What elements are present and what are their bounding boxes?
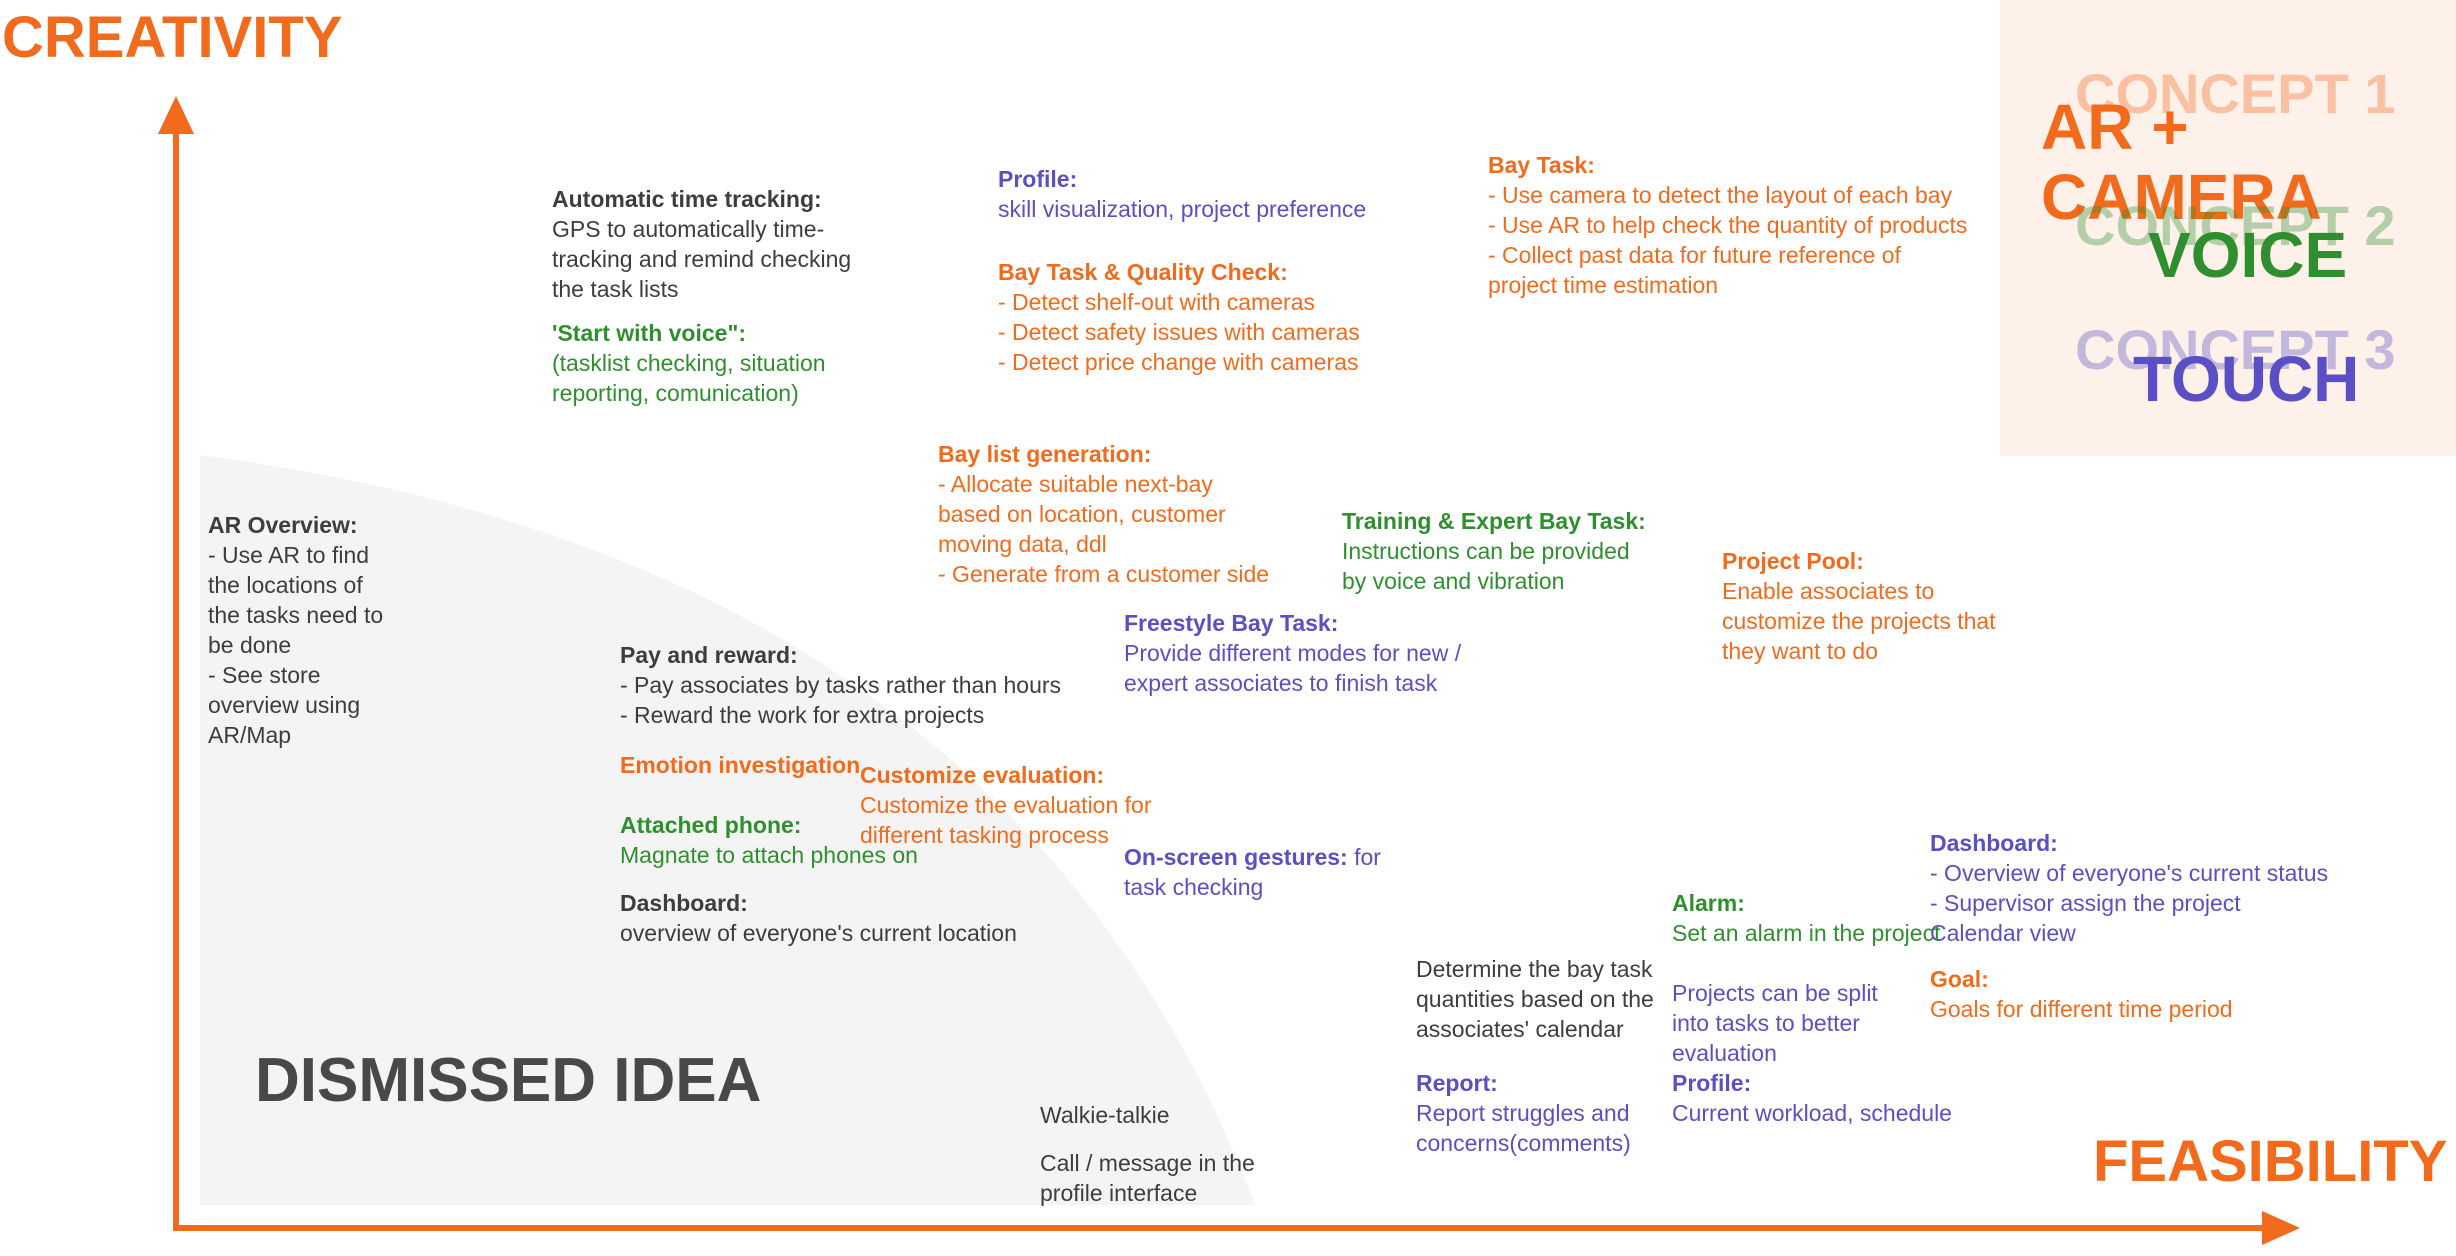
note-title: Attached phone: [620, 812, 802, 838]
note-training-expert: Training & Expert Bay Task: Instructions … [1342, 476, 1646, 596]
note-body: task checking [1124, 874, 1264, 900]
note-title: Dashboard: [1930, 830, 2058, 856]
legend-concept3-name: TOUCH [2133, 343, 2360, 415]
note-ar-overview: AR Overview: - Use AR to find the locatio… [208, 480, 383, 750]
note-body: - Use camera to detect the layout of eac… [1488, 182, 1968, 298]
note-body-inline: for [1347, 844, 1381, 870]
note-title: Alarm: [1672, 890, 1745, 916]
note-call-message: Call / message in the profile interface [1040, 1118, 1255, 1208]
note-title: Goal: [1930, 966, 1989, 992]
note-body: Provide different modes for new / expert… [1124, 640, 1462, 696]
x-axis-title: FEASIBILITY [2093, 1129, 2448, 1194]
note-on-screen-gestures: On-screen gestures: for task checking [1124, 812, 1381, 902]
note-body: GPS to automatically time- tracking and … [552, 216, 852, 302]
note-body: (tasklist checking, situation reporting,… [552, 350, 826, 406]
note-body: Goals for different time period [1930, 996, 2233, 1022]
note-title: AR Overview: [208, 512, 358, 538]
note-body: Call / message in the profile interface [1040, 1150, 1255, 1206]
note-title: Bay Task: [1488, 152, 1595, 178]
note-body: skill visualization, project preference [998, 196, 1367, 222]
note-body: Walkie-talkie [1040, 1102, 1170, 1128]
note-body: Set an alarm in the project [1672, 920, 1941, 946]
note-body: - Use AR to find the locations of the ta… [208, 542, 384, 748]
note-title: 'Start with voice": [552, 320, 747, 346]
note-dashboard-right: Dashboard: - Overview of everyone's curre… [1930, 798, 2328, 948]
y-axis-arrow [158, 96, 194, 134]
note-bay-task-top: Bay Task: - Use camera to detect the layo… [1488, 120, 1967, 300]
note-body: Instructions can be provided by voice an… [1342, 538, 1630, 594]
legend-concept3-label: CONCEPT 3 [2075, 318, 2396, 381]
note-bay-list-generation: Bay list generation: - Allocate suitable … [938, 409, 1269, 589]
note-body: Magnate to attach phones on [620, 842, 918, 868]
note-title: Bay Task & Quality Check: [998, 259, 1288, 285]
note-body: - Overview of everyone's current status … [1930, 860, 2329, 946]
legend-panel [2000, 0, 2456, 456]
note-title: Automatic time tracking: [552, 186, 822, 212]
note-body: - Allocate suitable next-bay based on lo… [938, 471, 1270, 587]
note-body: Customize the evaluation for different t… [860, 792, 1152, 848]
note-title: Project Pool: [1722, 548, 1864, 574]
note-profile-top: Profile: skill visualization, project pre… [998, 134, 1366, 224]
note-title: Training & Expert Bay Task: [1342, 508, 1646, 534]
legend-concept2-label: CONCEPT 2 [2075, 194, 2396, 257]
note-project-pool: Project Pool: Enable associates to custom… [1722, 516, 1996, 666]
note-freestyle-bay-task: Freestyle Bay Task: Provide different mod… [1124, 578, 1461, 698]
note-body: - Pay associates by tasks rather than ho… [620, 672, 1062, 728]
note-projects-split: Projects can be split into tasks to bett… [1672, 948, 1878, 1068]
note-title: Bay list generation: [938, 441, 1152, 467]
note-goal: Goal: Goals for different time period [1930, 934, 2233, 1024]
note-automatic-time-tracking: Automatic time tracking: GPS to automatic… [552, 154, 851, 304]
legend-concept1-name: AR + CAMERA [2041, 91, 2322, 233]
note-body: Report struggles and concerns(comments) [1416, 1100, 1631, 1156]
note-start-with-voice: 'Start with voice": (tasklist checking, s… [552, 288, 826, 408]
note-walkie-talkie: Walkie-talkie [1040, 1070, 1170, 1130]
note-title: Freestyle Bay Task: [1124, 610, 1339, 636]
note-attached-phone: Attached phone: Magnate to attach phones … [620, 780, 918, 870]
note-profile-bottom: Profile: Current workload, schedule [1672, 1038, 1952, 1128]
note-body: Enable associates to customize the proje… [1722, 578, 1996, 664]
note-title: Profile: [998, 166, 1078, 192]
note-body: - Detect shelf-out with cameras - Detect… [998, 289, 1360, 375]
note-body: overview of everyone's current location [620, 920, 1017, 946]
note-title: Customize evaluation: [860, 762, 1105, 788]
x-axis-arrow [2262, 1211, 2300, 1245]
note-title: Emotion investigation [620, 752, 861, 778]
note-emotion-investigation: Emotion investigation [620, 720, 860, 810]
note-bay-task-quality-check: Bay Task & Quality Check: - Detect shelf-… [998, 227, 1360, 377]
legend-concept1-label: CONCEPT 1 [2075, 62, 2396, 125]
note-pay-and-reward: Pay and reward: - Pay associates by tasks… [620, 610, 1061, 730]
note-determine-bay: Determine the bay task quantities based … [1416, 924, 1654, 1044]
y-axis-title: CREATIVITY [2, 5, 343, 70]
note-body: Determine the bay task quantities based … [1416, 956, 1654, 1042]
note-body: Current workload, schedule [1672, 1100, 1952, 1126]
legend-concept2-name: VOICE [2148, 219, 2348, 291]
note-alarm: Alarm: Set an alarm in the project [1672, 858, 1940, 948]
note-body: Projects can be split into tasks to bett… [1672, 980, 1878, 1066]
note-title: On-screen gestures: [1124, 844, 1348, 870]
note-title: Report: [1416, 1070, 1498, 1096]
dismissed-idea-label: DISMISSED IDEA [255, 1046, 762, 1115]
note-title: Dashboard: [620, 890, 748, 916]
note-dashboard-left: Dashboard: overview of everyone's current… [620, 858, 1017, 948]
note-customize-evaluation: Customize evaluation: Customize the evalu… [860, 730, 1152, 850]
note-title: Pay and reward: [620, 642, 798, 668]
note-report: Report: Report struggles and concerns(com… [1416, 1038, 1631, 1158]
note-title: Profile: [1672, 1070, 1752, 1096]
